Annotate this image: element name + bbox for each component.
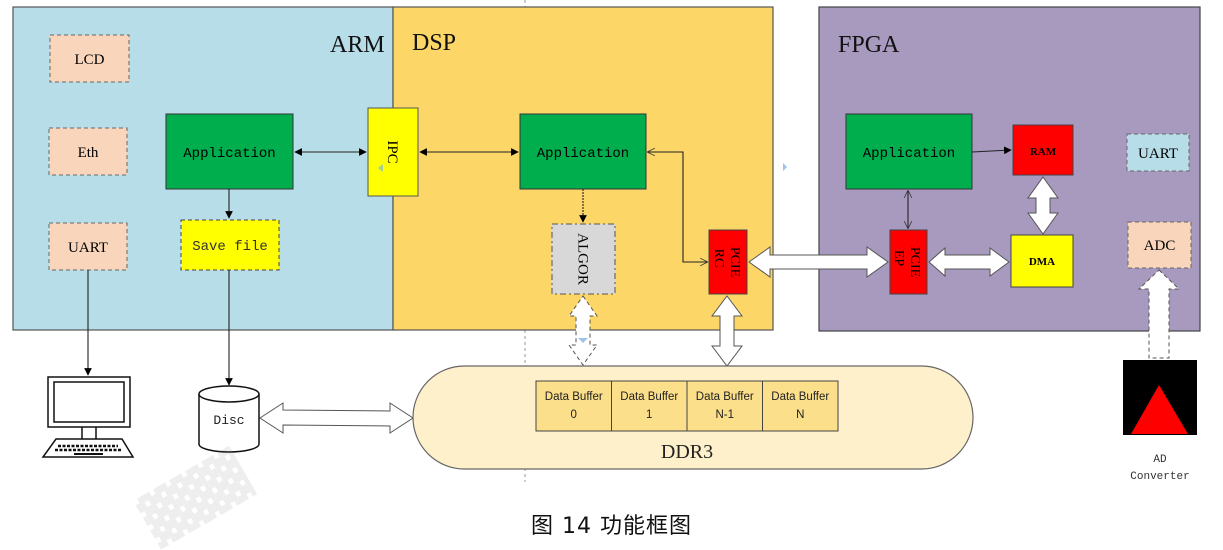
data-buffer-cell: [611, 380, 688, 432]
dsp-application-block[interactable]: Application: [519, 113, 647, 190]
ddr3-label: DDR3: [661, 441, 713, 463]
data-buffer-title: Data Buffer: [771, 391, 829, 403]
dsp-application-label: Application: [537, 146, 629, 162]
lcd-label: LCD: [75, 52, 105, 68]
ram-block[interactable]: RAM: [1012, 124, 1074, 176]
ipc-marker-icon: [378, 164, 383, 172]
ad-converter-label-1: AD: [1153, 454, 1167, 466]
ram-label: RAM: [1030, 146, 1057, 158]
dma-label: DMA: [1029, 256, 1055, 268]
data-buffer-title: Data Buffer: [620, 391, 678, 403]
computer-icon: [41, 376, 135, 458]
data-buffer-cell: [762, 380, 839, 432]
save-file-block[interactable]: Save file: [180, 219, 280, 271]
pcie-rc-label-1: PCIE: [727, 247, 742, 277]
ipc-label: IPC: [384, 140, 400, 163]
disc-cylinder-top: [198, 385, 260, 403]
uart-arm-block[interactable]: UART: [48, 222, 128, 271]
disc-block[interactable]: Disc: [198, 385, 260, 453]
pcie-ep-label-2: EP: [891, 250, 906, 267]
ad-converter-to-adc-arrow: [1137, 269, 1181, 359]
ipc-block[interactable]: IPC: [367, 107, 419, 197]
arm-panel: ARM LCD Eth UART Application Save file: [12, 6, 394, 331]
dsp-edge-marker-icon: [783, 163, 787, 171]
save-file-label: Save file: [192, 239, 268, 255]
pcie-rc-block[interactable]: PCIE RC: [708, 229, 748, 295]
arm-application-label: Application: [183, 146, 275, 162]
dma-block[interactable]: DMA: [1010, 234, 1074, 288]
data-buffer-title: Data Buffer: [696, 391, 754, 403]
disc-ddr3-bidirectional-arrow: [259, 402, 414, 434]
fpga-panel: FPGA Application RAM DMA UART ADC PCIE E…: [818, 6, 1201, 332]
data-buffer-1[interactable]: Data Buffer 1: [611, 380, 688, 432]
disc-cylinder-icon: [198, 394, 260, 453]
pcie-rc-ep-bidirectional-arrow: [748, 246, 889, 278]
arm-application-block[interactable]: Application: [165, 113, 294, 190]
algor-ddr3-bidirectional-arrow: [568, 295, 598, 366]
ad-converter-triangle-icon: [1131, 385, 1188, 434]
fpga-application-block[interactable]: Application: [845, 113, 973, 190]
algor-arrow-marker-icon: [578, 338, 588, 343]
algor-block[interactable]: ALGOR: [551, 223, 616, 295]
data-buffer-index: N: [796, 409, 804, 421]
data-buffer-index: 0: [571, 409, 577, 421]
arm-title: ARM: [330, 32, 385, 58]
uart-fpga-label: UART: [1138, 146, 1178, 162]
data-buffer-index: N-1: [715, 409, 734, 421]
ram-dma-bidirectional-arrow: [1027, 176, 1059, 235]
block-arrows: [259, 176, 1181, 434]
ad-converter-block[interactable]: AD Converter: [1123, 360, 1197, 483]
pcie-ep-dma-bidirectional-arrow: [928, 246, 1010, 278]
dsp-panel: DSP Application ALGOR PCIE RC: [392, 6, 774, 331]
uart-fpga-block[interactable]: UART: [1126, 133, 1190, 172]
eth-block[interactable]: Eth: [48, 127, 128, 176]
pcie-ep-block[interactable]: PCIE EP: [889, 229, 928, 295]
adc-label: ADC: [1144, 238, 1176, 254]
dsp-title: DSP: [412, 30, 456, 56]
pcie-rc-label-2: RC: [711, 249, 726, 268]
data-buffer-0[interactable]: Data Buffer 0: [535, 380, 612, 432]
fpga-app-to-ram-arrow: [971, 146, 1012, 155]
uart-arm-label: UART: [68, 240, 108, 256]
ad-converter-label-2: Converter: [1130, 471, 1189, 483]
lcd-block[interactable]: LCD: [49, 34, 130, 83]
figure-caption: 图 14 功能框图: [531, 514, 692, 539]
eth-label: Eth: [78, 145, 99, 161]
pcie-ep-label-1: PCIE: [907, 247, 922, 277]
adc-block[interactable]: ADC: [1127, 221, 1192, 269]
algor-label: ALGOR: [575, 233, 591, 285]
data-buffer-title: Data Buffer: [545, 391, 603, 403]
data-buffer-index: 1: [646, 409, 652, 421]
fpga-application-label: Application: [863, 146, 955, 162]
connectors: [84, 146, 1012, 386]
pcie-rc-to-dsp-app-line: [648, 152, 707, 262]
fpga-title: FPGA: [838, 32, 900, 58]
disc-label: Disc: [213, 413, 244, 428]
data-buffer-cell: [535, 380, 612, 432]
data-buffer-cell: [686, 380, 763, 432]
